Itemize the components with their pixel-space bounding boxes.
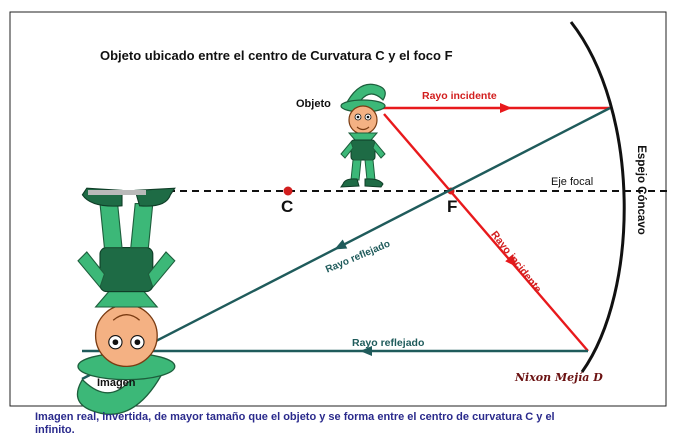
incident-ray-through-focus — [383, 113, 589, 352]
image-base-shadow — [88, 190, 146, 195]
center-label: C — [281, 197, 294, 216]
incident-ray-arrow-2 — [505, 254, 517, 268]
diagram-title: Objeto ubicado entre el centro de Curvat… — [100, 48, 453, 63]
concave-mirror — [569, 21, 626, 373]
mirror-label: Espejo Cóncavo — [635, 145, 647, 235]
reflected-ray-arrow-2 — [360, 346, 372, 356]
reflected-ray-label-2: Rayo reflejado — [352, 337, 425, 349]
focal-axis-label: Eje focal — [551, 176, 594, 188]
image-label: Imagen — [97, 377, 136, 389]
image-elf-figure — [76, 187, 176, 415]
reflected-ray-diagonal — [81, 106, 611, 381]
diagram-border — [9, 11, 667, 407]
caption-text: Imagen real, invertida, de mayor tamaño … — [35, 411, 555, 436]
incident-ray-arrow-1 — [500, 103, 512, 113]
author-signature: Nixon Mejía D — [515, 371, 603, 384]
focus-label: F — [447, 197, 458, 216]
incident-ray-label-1: Rayo incidente — [422, 90, 497, 102]
object-label: Objeto — [296, 98, 331, 110]
object-elf-figure — [340, 83, 386, 188]
center-point — [283, 186, 293, 196]
reflected-ray-arrow-1 — [334, 239, 348, 250]
